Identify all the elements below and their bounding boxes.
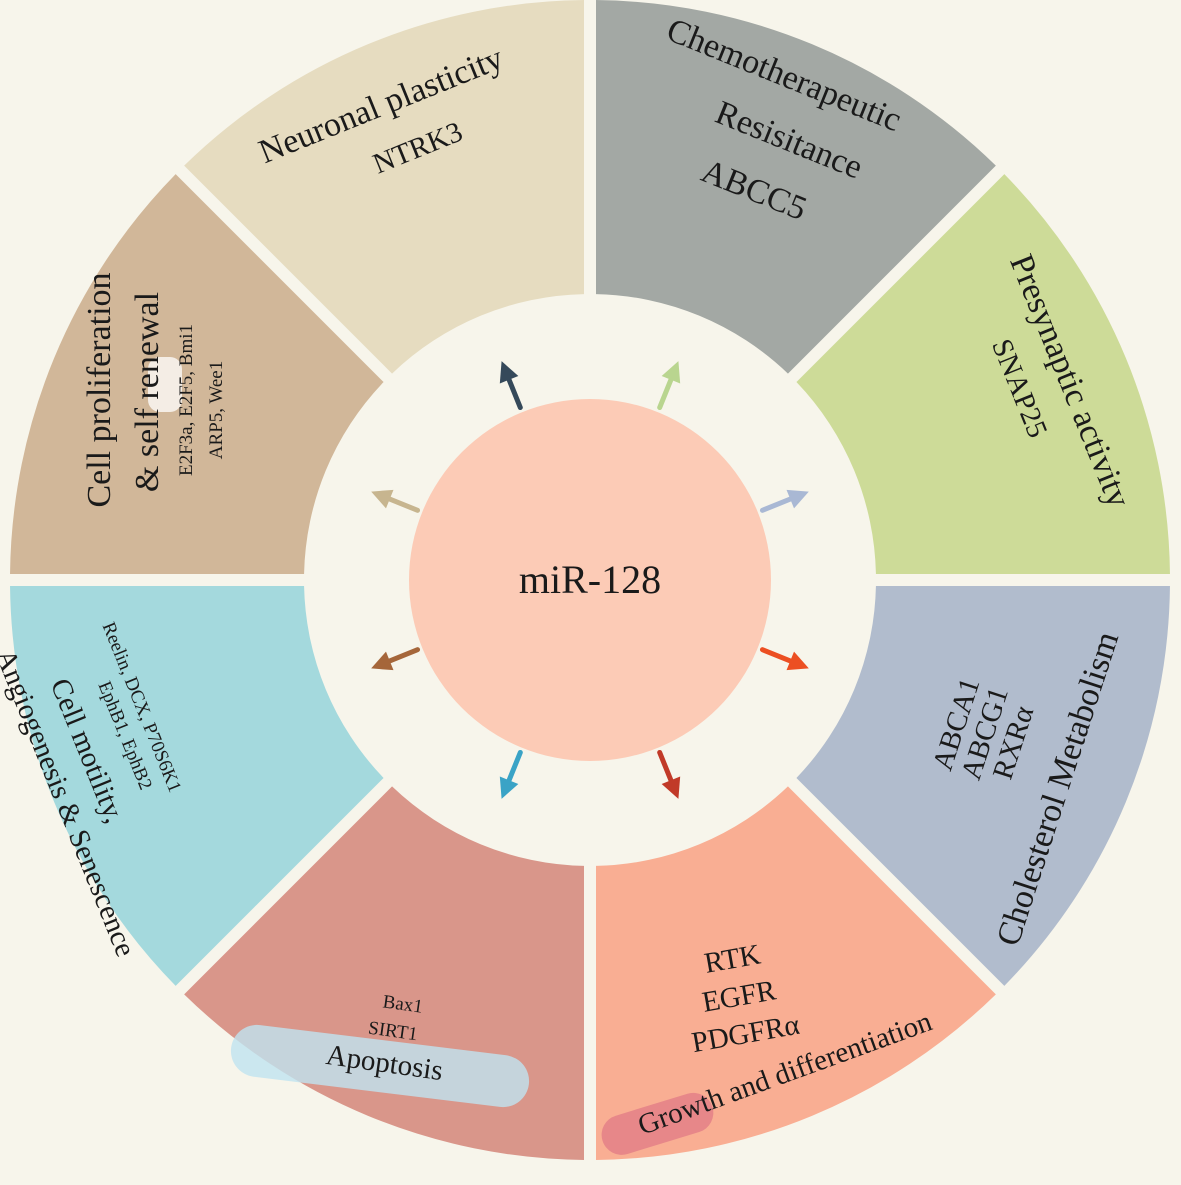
label-proliferation: Cell proliferation & self renewal E2F3a,… [81,272,227,507]
arrow-neuronal [499,361,523,411]
arrow-apoptosis [499,749,523,799]
segment-chemotherapeutic-resistance [796,174,1170,575]
segment-presynaptic-activity [796,585,1170,986]
proliferation-genes-2: ARP5, Wee1 [206,361,227,459]
segment-cholesterol-metabolism [595,786,996,1160]
highlights [148,357,714,1155]
segment-cell-proliferation [184,0,585,374]
proliferation-genes-1: E2F3a, E2F5, Bmi1 [176,324,197,476]
arrow-proliferation [371,489,421,513]
ring-segments [10,0,1170,1160]
center-circle [409,399,771,761]
growth-highlight [601,1092,714,1155]
arrow-growth [657,749,681,799]
arrows [371,361,809,799]
arrow-presynaptic [759,489,809,513]
segment-neuronal-plasticity [595,0,996,374]
apoptosis-highlight [230,1024,530,1108]
arrow-cholesterol [759,647,809,671]
arrow-angiogenesis [371,647,421,671]
center-label: miR-128 [519,557,661,602]
segment-apoptosis [10,585,384,986]
proliferation-title: Cell proliferation [81,272,118,507]
segment-angiogenesis-senescence [10,174,384,575]
renewal-highlight [148,357,182,412]
proliferation-title-2: & self renewal [129,292,166,492]
arrow-chemo [657,361,681,411]
